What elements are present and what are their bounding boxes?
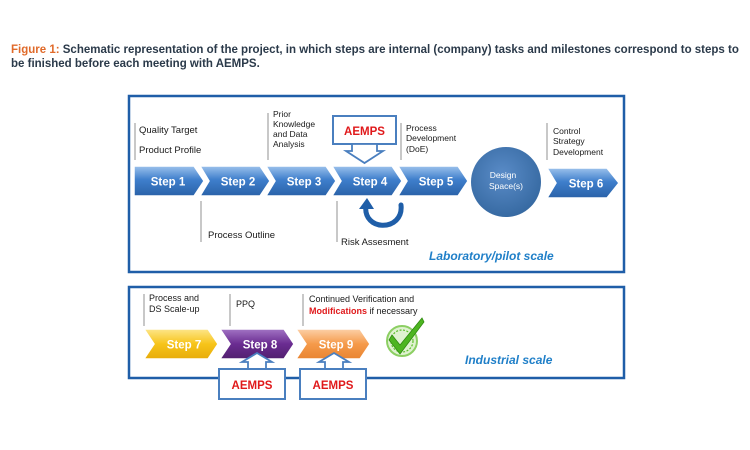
note-prior-knowledge-4: Analysis	[273, 139, 305, 149]
chevron-step-3-label: Step 3	[287, 177, 322, 189]
aemps-box-industrial-1: AEMPS	[218, 351, 286, 400]
chevron-step-1: Step 1	[133, 165, 205, 197]
chevron-step-7-label: Step 7	[167, 340, 202, 352]
note-ppq: PPQ	[236, 299, 255, 309]
chevron-step-5-label: Step 5	[419, 177, 454, 189]
design-space-circle: Design Space(s)	[471, 147, 541, 217]
figure-label: Figure 1:	[11, 44, 60, 56]
industrial-panel	[127, 285, 626, 380]
note-prior-knowledge-3: and Data	[273, 129, 308, 139]
chevron-step-6-label: Step 6	[569, 179, 604, 191]
note-quality-target: Quality Target	[139, 125, 198, 136]
note-control-strategy-3: Development	[553, 147, 604, 157]
note-prior-knowledge-2: Knowledge	[273, 119, 315, 129]
chevron-step-4: Step 4	[330, 165, 403, 197]
note-if-necessary: if necessary	[367, 306, 418, 316]
chevron-step-8-label: Step 8	[243, 340, 278, 352]
chevron-step-3: Step 3	[264, 165, 337, 197]
note-process-outline: Process Outline	[208, 230, 275, 241]
note-process-development-2: Development	[406, 133, 457, 143]
chevron-step-9-label: Step 9	[319, 340, 354, 352]
note-scale-up-2: DS Scale-up	[149, 304, 200, 314]
chevron-step-6: Step 6	[545, 167, 620, 199]
note-process-development-3: (DoE)	[406, 144, 428, 154]
lab-scale-label: Laboratory/pilot scale	[429, 249, 554, 263]
design-space-line-1: Design	[490, 170, 517, 180]
industrial-scale-label: Industrial scale	[465, 353, 553, 367]
risk-loop-arrow	[359, 198, 404, 228]
note-risk-assesment: Risk Assesment	[341, 237, 409, 248]
chevron-step-4-label: Step 4	[353, 177, 388, 189]
note-scale-up-1: Process and	[149, 293, 199, 303]
aemps-box-industrial-2: AEMPS	[299, 351, 367, 400]
figure-caption: Figure 1: Schematic representation of th…	[11, 43, 741, 71]
note-control-strategy-1: Control	[553, 126, 581, 136]
chevron-step-1-label: Step 1	[151, 177, 186, 189]
note-prior-knowledge-1: Prior	[273, 109, 291, 119]
chevron-step-7: Step 7	[142, 328, 219, 360]
note-continued-verification: Continued Verification and	[309, 294, 414, 304]
chevron-step-8: Step 8	[218, 328, 295, 360]
note-modifications-line: Modifications if necessary	[309, 306, 418, 316]
chevron-step-9: Step 9	[294, 328, 371, 360]
aemps-industrial-1-label: AEMPS	[232, 380, 273, 392]
approved-check-icon	[386, 317, 425, 357]
figure-caption-text: Schematic representation of the project,…	[11, 44, 739, 70]
chevron-step-5: Step 5	[396, 165, 469, 197]
note-modifications: Modifications	[309, 306, 367, 316]
design-space-line-2: Space(s)	[489, 181, 523, 191]
aemps-box-lab: AEMPS	[332, 115, 397, 165]
lab-guide-lines	[134, 113, 548, 242]
industrial-guide-lines	[143, 294, 304, 326]
note-product-profile: Product Profile	[139, 145, 201, 156]
chevron-step-2-label: Step 2	[221, 177, 256, 189]
note-control-strategy-2: Strategy	[553, 136, 585, 146]
aemps-industrial-2-label: AEMPS	[313, 380, 354, 392]
aemps-lab-label: AEMPS	[344, 126, 385, 138]
note-process-development-1: Process	[406, 123, 437, 133]
chevron-step-2: Step 2	[198, 165, 271, 197]
